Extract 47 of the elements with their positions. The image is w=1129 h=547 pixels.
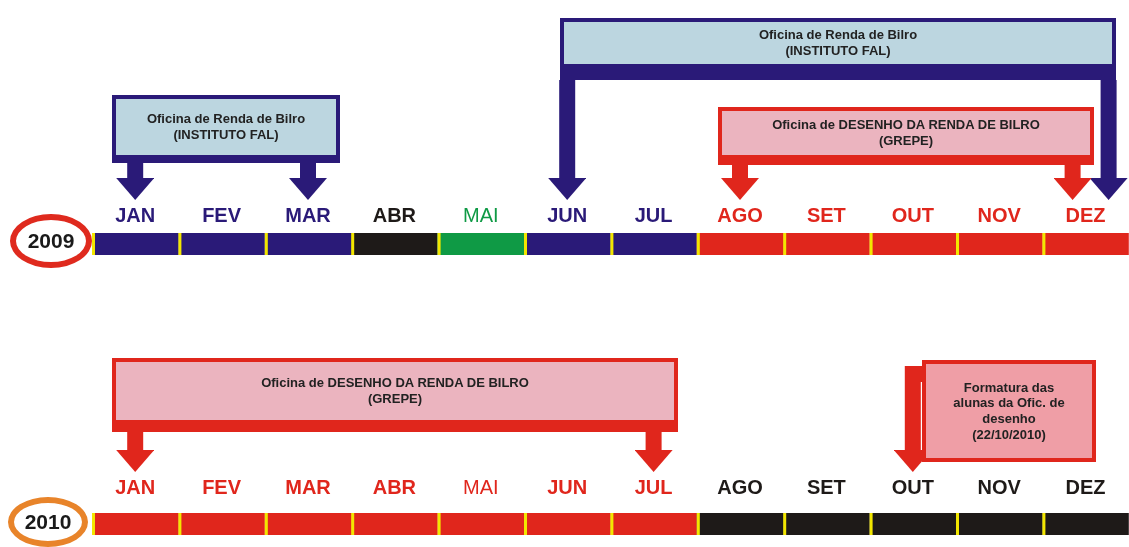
month-label: NOV bbox=[956, 202, 1043, 228]
month-label: FEV bbox=[178, 202, 265, 228]
month-label: JUL bbox=[610, 474, 697, 500]
callout-text: Oficina de Renda de Bilro bbox=[146, 111, 306, 127]
month-label: ABR bbox=[351, 202, 438, 228]
month-label: OUT bbox=[869, 202, 956, 228]
month-label: NOV bbox=[956, 474, 1043, 500]
month-label: MAI bbox=[437, 202, 524, 228]
month-label: DEZ bbox=[1042, 202, 1129, 228]
month-label: AGO bbox=[696, 202, 784, 228]
callout-text: Oficina de DESENHO DA RENDA DE BILRO bbox=[261, 375, 529, 391]
callout-text: (INSTITUTO FAL) bbox=[173, 127, 279, 143]
month-label: ABR bbox=[351, 474, 438, 500]
callout-box bbox=[718, 107, 1094, 165]
arrow bbox=[289, 163, 327, 200]
callout-box bbox=[560, 18, 1116, 80]
arrow bbox=[548, 80, 587, 200]
callout-box bbox=[112, 95, 340, 163]
month-label: JAN bbox=[92, 474, 179, 500]
arrow bbox=[1053, 165, 1092, 200]
month-label: SET bbox=[783, 202, 870, 228]
arrow bbox=[116, 163, 155, 200]
month-label: SET bbox=[783, 474, 870, 500]
month-label: JUL bbox=[610, 202, 697, 228]
callout-text: (INSTITUTO FAL) bbox=[785, 43, 891, 59]
callout-box: Formatura das alunas da Ofic. de desenho (22/10/2010) bbox=[922, 360, 1096, 462]
callout-text: (GREPE) bbox=[367, 391, 423, 407]
month-label: MAR bbox=[264, 474, 352, 500]
month-label: OUT bbox=[869, 474, 956, 500]
arrow bbox=[721, 165, 759, 200]
month-label: JAN bbox=[92, 202, 179, 228]
month-label: AGO bbox=[696, 474, 784, 500]
month-label: FEV bbox=[178, 474, 265, 500]
month-label: MAI bbox=[437, 474, 524, 500]
month-label: JUN bbox=[524, 202, 611, 228]
month-label: JUN bbox=[524, 474, 611, 500]
arrow bbox=[1089, 80, 1128, 200]
month-label: MAR bbox=[264, 202, 352, 228]
callout-text: Oficina de Renda de Bilro bbox=[758, 27, 918, 43]
arrow bbox=[634, 432, 673, 472]
month-label: DEZ bbox=[1042, 474, 1129, 500]
arrow bbox=[116, 432, 155, 472]
callout-text: Oficina de DESENHO DA RENDA DE BILRO bbox=[772, 117, 1040, 133]
year-circle: 2010 bbox=[8, 497, 88, 547]
callout-box bbox=[112, 358, 678, 432]
callout-text: (GREPE) bbox=[878, 133, 934, 149]
year-circle: 2009 bbox=[10, 214, 92, 268]
